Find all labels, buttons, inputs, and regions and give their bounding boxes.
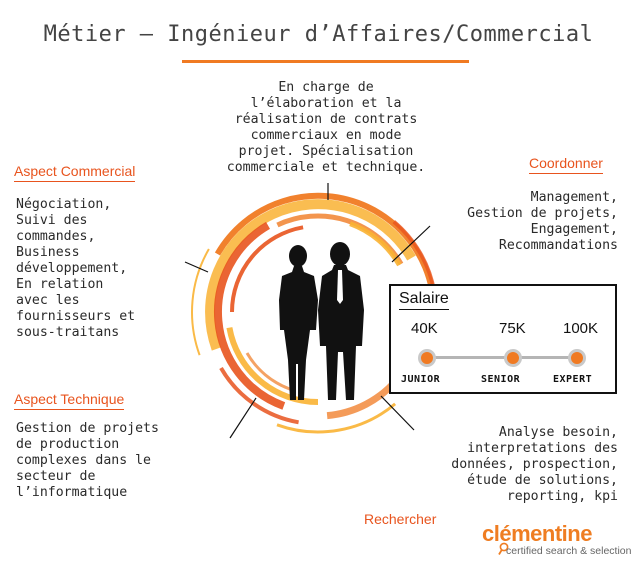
clementine-logo: clémentine (482, 521, 592, 546)
ring-arc-13 (191, 248, 210, 356)
salary-label-junior: JUNIOR (401, 374, 441, 385)
heading-rechercher: Rechercher (364, 511, 437, 527)
ring-arc-7 (219, 366, 299, 425)
salary-box: Salaire 40K 75K 100K JUNIOR SENIOR EXPER… (389, 284, 617, 394)
businesswoman-silhouette-icon (279, 245, 318, 400)
salary-dot-expert (568, 349, 586, 367)
salary-value-senior: 75K (499, 320, 526, 337)
ring-arc-8 (276, 402, 397, 434)
salary-title: Salaire (399, 290, 449, 310)
salary-label-expert: EXPERT (553, 374, 593, 385)
ring-arc-6 (230, 225, 304, 313)
ring-arc-5 (226, 327, 319, 405)
text-coordonner: Management, Gestion de projets, Engageme… (467, 190, 618, 253)
heading-aspect-technique: Aspect Technique (14, 391, 125, 410)
text-rechercher: Analyse besoin, interpretations des donn… (451, 425, 618, 504)
salary-value-expert: 100K (563, 320, 599, 337)
connector-lines (184, 183, 431, 439)
ring-arc-10 (349, 221, 402, 267)
heading-aspect-commercial: Aspect Commercial (14, 163, 136, 182)
heading-coordonner: Coordonner (529, 155, 603, 174)
connector-commercial (184, 261, 209, 273)
connector-coordonner (391, 225, 431, 263)
ring-arc-2 (205, 199, 416, 351)
connector-technique (229, 397, 257, 439)
center-description: En charge de l’élaboration et la réalisa… (226, 80, 426, 175)
businessman-silhouette-icon (318, 242, 364, 400)
text-aspect-commercial: Négociation, Suivi des commandes, Busine… (16, 197, 136, 340)
ring-arc-11 (392, 220, 437, 292)
ring-arc-3 (213, 221, 286, 410)
salary-dot-junior (418, 349, 436, 367)
page-title: Métier – Ingénieur d’Affaires/Commercial (43, 22, 594, 47)
salary-value-junior: 40K (411, 320, 438, 337)
title-underline (182, 60, 469, 63)
salary-scale-track (425, 356, 580, 359)
text-aspect-technique: Gestion de projets de production complex… (16, 421, 159, 500)
orange-ring (191, 192, 438, 434)
salary-label-senior: SENIOR (481, 374, 521, 385)
salary-dot-senior (504, 349, 522, 367)
logo-tagline: certified search & selection (506, 545, 632, 557)
connector-rechercher (380, 395, 415, 431)
ring-arc-12 (245, 352, 291, 391)
magnifier-icon (498, 542, 509, 555)
